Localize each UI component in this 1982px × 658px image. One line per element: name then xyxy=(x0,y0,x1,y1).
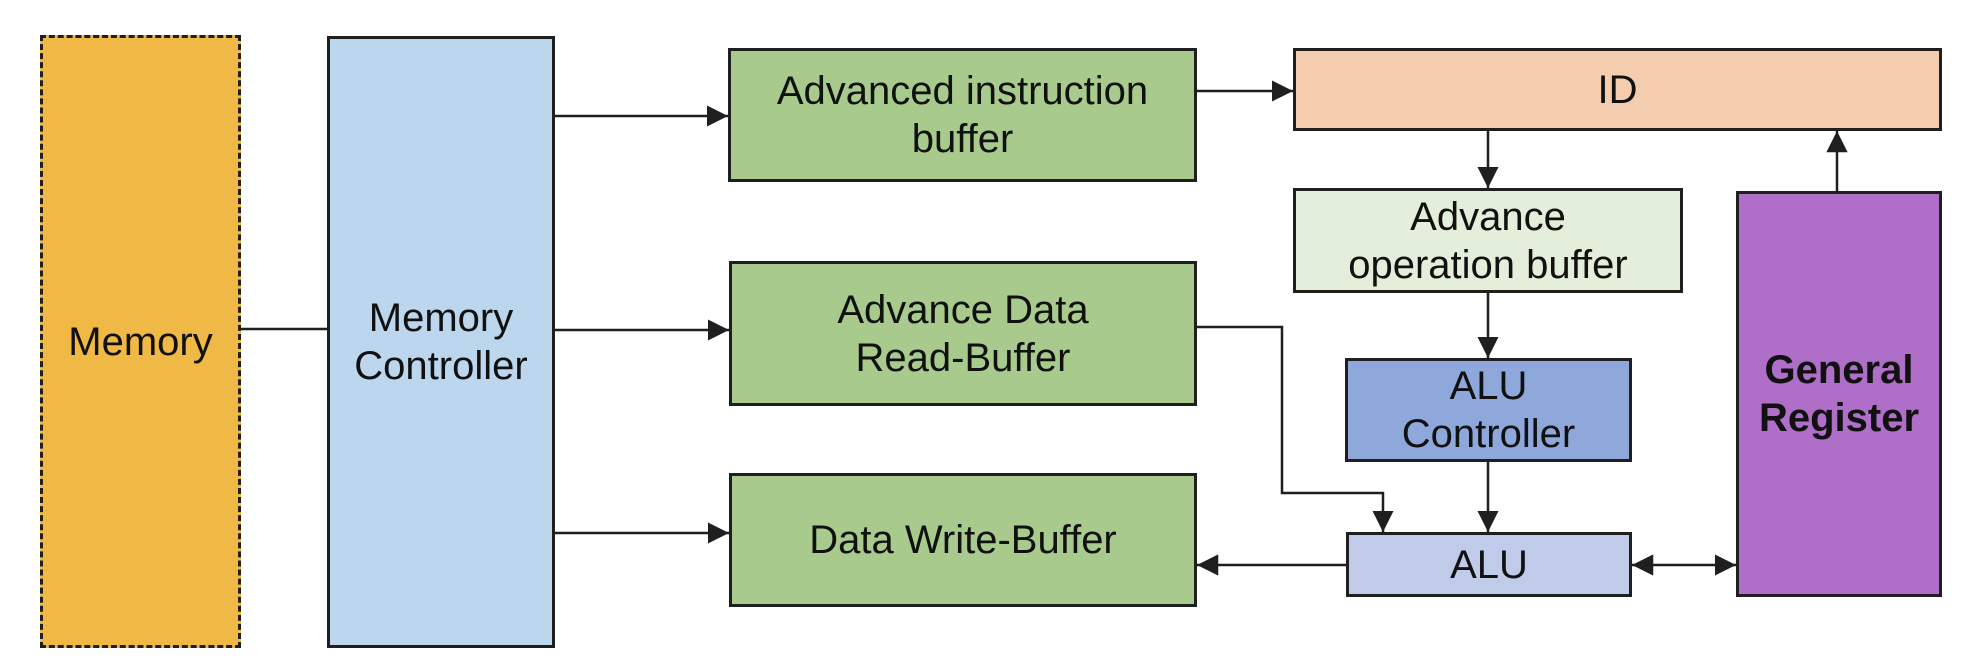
node-id-label: ID xyxy=(1597,67,1638,112)
node-advance-operation-buffer: Advance operation buffer xyxy=(1293,188,1683,293)
node-advance-operation-buffer-label: Advance operation buffer xyxy=(1348,194,1628,287)
node-memory-label: Memory xyxy=(68,319,213,364)
node-general-register: General Register xyxy=(1736,191,1942,597)
node-general-register-label: General Register xyxy=(1758,348,1920,440)
node-data-write-buffer: Data Write-Buffer xyxy=(729,473,1197,607)
node-advanced-instruction-buffer-label: Advanced instruction buffer xyxy=(776,69,1149,161)
node-alu: ALU xyxy=(1346,532,1632,597)
node-id: ID xyxy=(1293,48,1942,131)
node-memory-controller-label: Memory Controller xyxy=(354,296,528,388)
node-memory: Memory xyxy=(40,35,241,648)
node-alu-label: ALU xyxy=(1450,542,1528,587)
node-alu-controller-label: ALU Controller xyxy=(1401,364,1576,456)
node-advanced-instruction-buffer: Advanced instruction buffer xyxy=(728,48,1197,182)
node-advance-data-read-buffer-label: Advance Data Read-Buffer xyxy=(837,287,1089,380)
node-data-write-buffer-label: Data Write-Buffer xyxy=(809,518,1117,562)
node-memory-controller: Memory Controller xyxy=(327,36,555,648)
node-advance-data-read-buffer: Advance Data Read-Buffer xyxy=(729,261,1197,406)
node-alu-controller: ALU Controller xyxy=(1345,358,1632,462)
